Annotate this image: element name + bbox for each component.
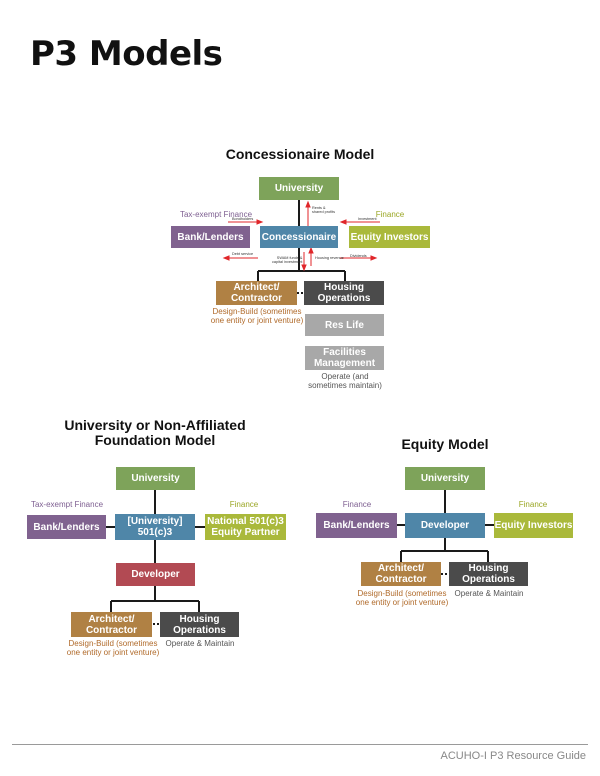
- equity-university-box: University: [405, 467, 485, 490]
- concessionaire-design-build-label: Design-Build (sometimes one entity or jo…: [210, 307, 304, 325]
- equity-model-title: Equity Model: [401, 436, 489, 452]
- foundation-national-box: National 501(c)3 Equity Partner: [205, 514, 286, 540]
- foundation-design-build-label: Design-Build (sometimes one entity or jo…: [66, 639, 160, 657]
- flow-note-debt-service: Debt service: [232, 252, 254, 256]
- page-title: P3 Models: [30, 34, 223, 74]
- flow-note-rents: Rents & shared profits: [312, 206, 336, 214]
- concessionaire-res-life-box: Res Life: [305, 314, 384, 336]
- foundation-finance-label: Finance: [229, 500, 259, 509]
- foundation-model-title: University or Non-Affiliated Foundation …: [64, 417, 246, 448]
- foundation-architect-box: Architect/ Contractor: [71, 612, 152, 637]
- flow-note-dividends: Dividends: [350, 254, 367, 258]
- foundation-tax-exempt-label: Tax-exempt Finance: [30, 500, 104, 509]
- concessionaire-equity-box: Equity Investors: [349, 226, 430, 248]
- concessionaire-housing-box: Housing Operations: [304, 281, 384, 305]
- equity-investors-box: Equity Investors: [494, 513, 573, 538]
- foundation-university-box: University: [116, 467, 195, 490]
- concessionaire-finance-label: Finance: [375, 210, 405, 219]
- footer-divider: [12, 744, 588, 745]
- concessionaire-model-title: Concessionaire Model: [225, 146, 375, 162]
- flow-note-investment: Investment: [358, 217, 377, 221]
- concessionaire-architect-box: Architect/ Contractor: [216, 281, 297, 305]
- footer-text: ACUHO-I P3 Resource Guide: [440, 750, 587, 762]
- concessionaire-bank-box: Bank/Lenders: [171, 226, 250, 248]
- concessionaire-box: Concessionaire: [260, 226, 338, 248]
- foundation-bank-box: Bank/Lenders: [27, 515, 106, 539]
- equity-architect-box: Architect/ Contractor: [361, 562, 441, 586]
- equity-developer-box: Developer: [405, 513, 485, 538]
- flow-note-housing-revenue: Housing revenue: [315, 256, 344, 260]
- concessionaire-tax-exempt-label: Tax-exempt Finance: [179, 210, 253, 219]
- equity-operate-label: Operate & Maintain: [454, 589, 524, 598]
- equity-design-build-label: Design-Build (sometimes one entity or jo…: [355, 589, 449, 607]
- flow-note-bondholders: Bondholders: [232, 217, 254, 221]
- concessionaire-facilities-box: Facilities Management: [305, 346, 384, 370]
- flow-note-swap: SWAM funds & capital investment: [272, 256, 303, 264]
- concessionaire-university-box: University: [259, 177, 339, 200]
- equity-housing-box: Housing Operations: [449, 562, 528, 586]
- concessionaire-operate-label: Operate (and sometimes maintain): [308, 372, 382, 390]
- foundation-center-box: [University] 501(c)3: [115, 514, 195, 540]
- foundation-developer-box: Developer: [116, 563, 195, 586]
- foundation-operate-label: Operate & Maintain: [165, 639, 235, 648]
- foundation-housing-box: Housing Operations: [160, 612, 239, 637]
- equity-bank-box: Bank/Lenders: [316, 513, 397, 538]
- equity-finance-right-label: Finance: [518, 500, 548, 509]
- equity-finance-left-label: Finance: [342, 500, 372, 509]
